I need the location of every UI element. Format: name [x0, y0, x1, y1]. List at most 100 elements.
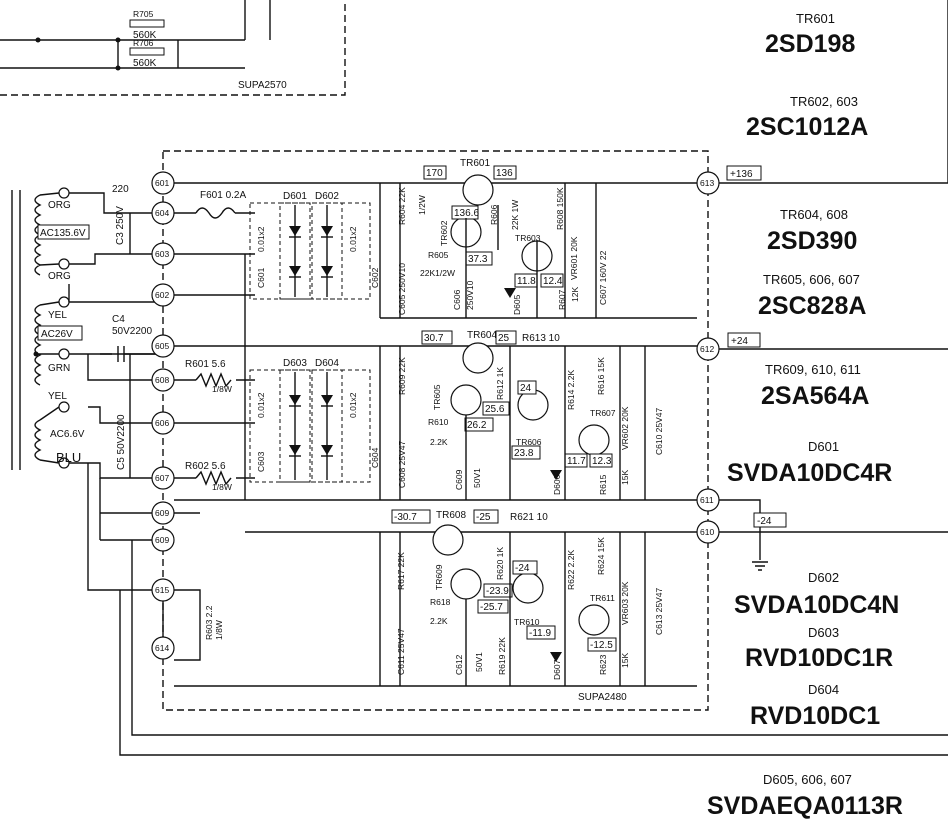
- r623-label: R623: [598, 654, 608, 675]
- terminal-601: 601: [155, 178, 169, 188]
- parts-ref-1: TR602, 603: [790, 94, 858, 109]
- d603-label: D603: [283, 358, 307, 369]
- tv-12-4: 12.4: [543, 276, 563, 287]
- r606-value: 22K 1W: [510, 200, 520, 230]
- parts-ref-7: D603: [808, 625, 839, 640]
- r602-watt: 1/8W: [212, 482, 232, 492]
- wire-yel-2: YEL: [48, 391, 67, 402]
- tr602-label: TR602: [439, 220, 449, 246]
- tr606-label: TR606: [516, 437, 542, 447]
- tv-m12-5: -12.5: [590, 640, 613, 651]
- tv-170: 170: [426, 168, 443, 179]
- parts-ref-3: TR605, 606, 607: [763, 272, 860, 287]
- c604-value: 0.01x2: [348, 392, 358, 418]
- terminal-607: 607: [155, 473, 169, 483]
- tv-136: 136: [496, 168, 513, 179]
- terminal-608: 608: [155, 375, 169, 385]
- bridge-d603-d604: D603 D604 0.01x2 C603 0.01x2 C604: [249, 358, 380, 483]
- tv-11-7: 11.7: [567, 456, 586, 467]
- tv-37-3: 37.3: [468, 254, 488, 265]
- r604-watt: 1/2W: [417, 195, 427, 215]
- parts-part-9: SVDAEQA0113R: [707, 792, 903, 820]
- r705-label: R705: [133, 9, 154, 19]
- parts-part-6: SVDA10DC4N: [734, 591, 899, 619]
- tr608-label: TR608: [436, 510, 466, 521]
- d605-label: D605: [512, 294, 522, 315]
- r618-label: R618: [430, 597, 451, 607]
- wire-org-1: ORG: [48, 200, 71, 211]
- d606-label: D606: [552, 474, 562, 495]
- c601-label: C601: [256, 267, 266, 288]
- c3-label: C3 250V: [115, 206, 126, 245]
- c610-label: C610 25V47: [654, 407, 664, 455]
- tv-136-6: 136.6: [454, 208, 479, 219]
- terminal-606: 606: [155, 418, 169, 428]
- tv-m25: -25: [476, 512, 491, 523]
- c609-value: 50V1: [472, 468, 482, 488]
- parts-ref-2: TR604, 608: [780, 207, 848, 222]
- tv-11-8: 11.8: [517, 276, 536, 287]
- r618-value: 2.2K: [430, 616, 448, 626]
- tv-30-7: 30.7: [424, 333, 444, 344]
- c609-label: C609: [454, 469, 464, 490]
- vr602-label: VR602 20K: [620, 406, 630, 450]
- tv-25-6: 25.6: [485, 404, 505, 415]
- c612-label: C612: [454, 654, 464, 675]
- r614-label: R614 2.2K: [566, 370, 576, 410]
- c605-label: C605 250V10: [397, 263, 407, 315]
- parts-part-0: 2SD198: [765, 30, 855, 58]
- tv-23-8: 23.8: [514, 448, 534, 459]
- terminal-611: 611: [700, 495, 714, 505]
- terminal-610: 610: [700, 527, 714, 537]
- board-label-main: SUPA2480: [578, 692, 627, 703]
- terminal-613: 613: [700, 178, 714, 188]
- parts-list: TR601 2SD198 TR602, 603 2SC1012A TR604, …: [707, 11, 903, 820]
- parts-part-5: SVDA10DC4R: [727, 459, 892, 487]
- c4-value: 50V2200: [112, 326, 152, 337]
- r623-value: 15K: [620, 653, 630, 668]
- parts-part-2: 2SD390: [767, 227, 857, 255]
- c602-label: C602: [370, 267, 380, 288]
- c606-label: C606: [452, 289, 462, 310]
- parts-ref-8: D604: [808, 682, 839, 697]
- tr603-label: TR603: [515, 233, 541, 243]
- tv-m24: -24: [515, 563, 530, 574]
- r622-label: R622 2.2K: [566, 550, 576, 590]
- terminal-615: 615: [155, 585, 169, 595]
- r610-value: 2.2K: [430, 437, 448, 447]
- c603-label: C603: [256, 451, 266, 472]
- terminal-603: 603: [155, 249, 169, 259]
- r607-value: 12K: [570, 287, 580, 302]
- r706-label: R706: [133, 38, 154, 48]
- parts-part-7: RVD10DC1R: [745, 644, 893, 672]
- terminal-612: 612: [700, 344, 714, 354]
- vr603-label: VR603 20K: [620, 581, 630, 625]
- r603-watt: 1/8W: [214, 620, 224, 640]
- transformer-leads: ORG ORG YEL GRN YEL BLU AC135.6V AC26V A…: [36, 184, 129, 469]
- out-plus24: +24: [731, 336, 748, 347]
- tv-25: 25: [498, 333, 510, 344]
- tv-26-2: 26.2: [467, 420, 487, 431]
- terminal-614: 614: [155, 643, 169, 653]
- tv-m30-7: -30.7: [394, 512, 417, 523]
- c603-value: 0.01x2: [256, 392, 266, 418]
- right-terminals: 613 612 611 610: [696, 171, 720, 544]
- wire-org-2: ORG: [48, 271, 71, 282]
- r613-label: R613 10: [522, 333, 560, 344]
- c611-label: C611 25V47: [396, 628, 406, 675]
- parts-ref-6: D602: [808, 570, 839, 585]
- terminal-605: 605: [155, 341, 169, 351]
- parts-ref-0: TR601: [796, 11, 835, 26]
- d604-label: D604: [315, 358, 339, 369]
- r612-label: R612 1K: [495, 367, 505, 400]
- wire-grn: GRN: [48, 363, 70, 374]
- vr601-label: VR601 20K: [569, 236, 579, 280]
- terminal-602: 602: [155, 290, 169, 300]
- ac135-label: AC135.6V: [40, 228, 86, 239]
- c4-label: C4: [112, 314, 125, 325]
- c5-label: C5 50V2200: [116, 414, 127, 470]
- r616-label: R616 15K: [596, 357, 606, 395]
- tv-m25-7: -25.7: [480, 602, 503, 613]
- r609-label: R609 22K: [397, 357, 407, 395]
